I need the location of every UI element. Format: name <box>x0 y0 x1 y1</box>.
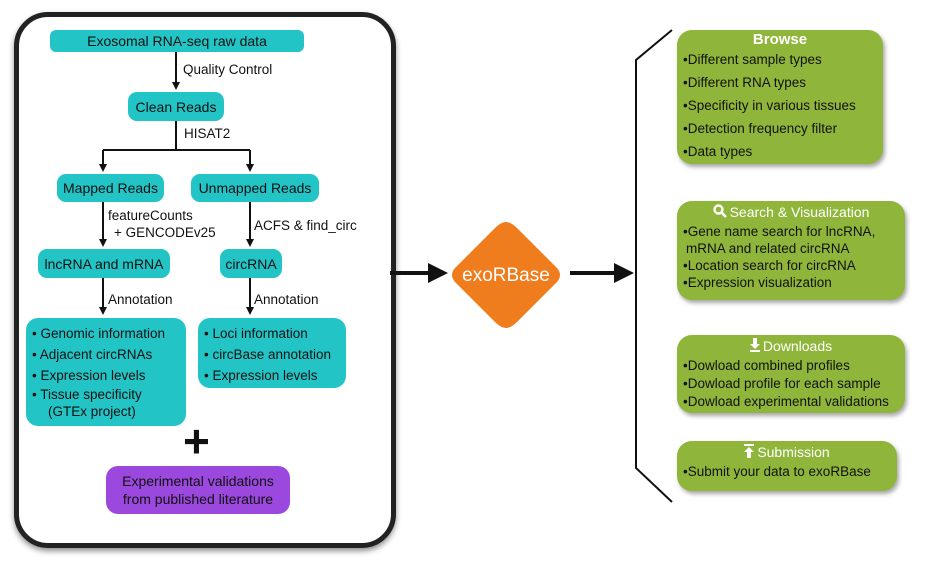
download-icon <box>749 337 760 355</box>
validation-box: Experimental validations from published … <box>106 466 290 514</box>
submission-title-row: Submission <box>683 441 891 463</box>
mapped-reads-label: Mapped Reads <box>63 180 158 196</box>
list-item: •Specificity in various tissues <box>683 98 856 113</box>
downloads-title: Downloads <box>762 338 833 354</box>
left-annotation-list: • Genomic information • Adjacent circRNA… <box>26 318 186 426</box>
raw-data-label: Exosomal RNA-seq raw data <box>87 33 267 49</box>
list-item: •Data types <box>683 144 753 159</box>
list-item: • Genomic information <box>32 326 166 341</box>
list-item: •Gene name search for lncRNA, <box>683 224 876 239</box>
list-item: • Adjacent circRNAs <box>32 347 153 362</box>
downloads-module[interactable]: Downloads •Dowload combined profiles •Do… <box>677 335 905 413</box>
qc-label: Quality Control <box>183 62 273 77</box>
list-item: mRNA and related circRNA <box>686 241 850 256</box>
bracket <box>635 29 673 503</box>
browse-module[interactable]: Browse •Different sample types •Differen… <box>677 30 883 164</box>
featurecounts-label: featureCounts <box>108 208 193 223</box>
lncrna-mrna-label: lncRNA and mRNA <box>44 255 164 272</box>
search-title: Search & Visualization <box>729 204 870 220</box>
search-module[interactable]: Search & Visualization •Gene name search… <box>677 201 905 300</box>
list-item: •Submit your data to exoRBase <box>683 464 871 479</box>
unmapped-reads-label: Unmapped Reads <box>198 180 312 196</box>
list-item: • circBase annotation <box>204 347 332 362</box>
circrna-box: circRNA <box>220 249 282 278</box>
list-item: • Tissue specificity <box>32 387 142 402</box>
plus-sign: + <box>183 415 210 467</box>
gencode-label: + GENCODEv25 <box>114 225 216 240</box>
upload-icon <box>744 443 755 461</box>
downloads-title-row: Downloads <box>683 335 899 357</box>
browse-title: Browse <box>752 30 808 48</box>
search-title-row: Search & Visualization <box>683 201 899 223</box>
right-annotation-list: • Loci information • circBase annotation… <box>198 318 346 388</box>
submission-module[interactable]: Submission •Submit your data to exoRBase <box>677 441 897 491</box>
mapped-reads-box: Mapped Reads <box>57 174 164 202</box>
list-item-note: (GTEx project) <box>48 404 136 419</box>
raw-data-box: Exosomal RNA-seq raw data <box>50 30 304 52</box>
unmapped-reads-box: Unmapped Reads <box>191 174 319 202</box>
submission-title: Submission <box>757 444 830 460</box>
hub-label: exoRBase <box>462 265 550 286</box>
acfs-label: ACFS & find_circ <box>254 218 357 233</box>
annotation-right-label: Annotation <box>254 292 319 307</box>
circrna-label: circRNA <box>225 255 277 272</box>
list-item: • Loci information <box>204 326 308 341</box>
list-item: •Dowload combined profiles <box>683 358 850 373</box>
list-item: •Different RNA types <box>683 75 807 90</box>
hisat-label: HISAT2 <box>184 126 231 141</box>
exorbase-hub: exoRBase <box>445 218 567 332</box>
validation-line-2: from published literature <box>122 491 274 507</box>
annotation-left-label: Annotation <box>108 292 173 307</box>
clean-reads-label: Clean Reads <box>135 98 217 115</box>
list-item: •Different sample types <box>683 52 822 67</box>
validation-line-1: Experimental validations <box>122 473 274 489</box>
magnifier-icon <box>712 203 727 221</box>
list-item: •Location search for circRNA <box>683 258 856 273</box>
lncrna-mrna-box: lncRNA and mRNA <box>38 249 170 278</box>
list-item: •Dowload profile for each sample <box>683 376 881 391</box>
clean-reads-box: Clean Reads <box>128 92 224 121</box>
list-item: • Expression levels <box>204 368 318 383</box>
list-item: •Dowload experimental validations <box>683 394 889 409</box>
list-item: • Expression levels <box>32 368 146 383</box>
list-item: •Detection frequency filter <box>683 121 838 136</box>
list-item: •Expression visualization <box>683 275 832 290</box>
